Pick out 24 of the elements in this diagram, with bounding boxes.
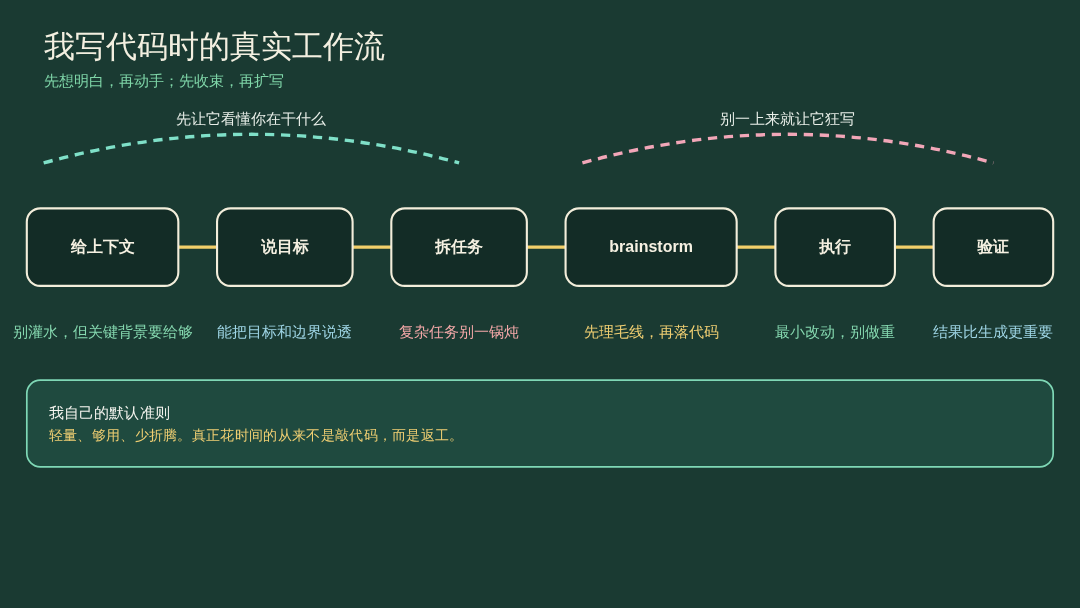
connector-line [352,245,392,249]
title: 我写代码时的真实工作流 [44,28,385,66]
process-box: 给上下文 [25,207,180,287]
process-box: 执行 [774,207,896,287]
step-note: 复杂任务别一锅炖 [399,322,520,341]
arc-label: 别一上来就让它狂写 [720,110,856,129]
subtitle: 先想明白，再动手；先收束，再扩写 [44,72,284,91]
note-box [25,379,1055,468]
note-body: 轻量、够用、少折腾。真正花时间的从来不是敲代码，而是返工。 [48,427,464,444]
process-box: brainstorm [564,207,738,287]
step-note: 结果比生成更重要 [933,322,1054,341]
process-box: 说目标 [216,207,354,287]
connector-line [178,245,218,249]
process-box: 拆任务 [390,207,528,287]
connector-line [736,245,776,249]
step-note: 能把目标和边界说透 [217,322,353,341]
step-note: 先理毛线，再落代码 [583,322,719,341]
process-box: 验证 [932,207,1055,287]
step-note: 最小改动，别做重 [775,322,896,341]
note-heading: 我自己的默认准则 [48,404,170,422]
connector-line [526,245,566,249]
step-note: 别灌水，但关键背景要给够 [12,322,193,341]
connector-line [894,245,934,249]
arc-label: 先让它看懂你在干什么 [176,110,327,129]
